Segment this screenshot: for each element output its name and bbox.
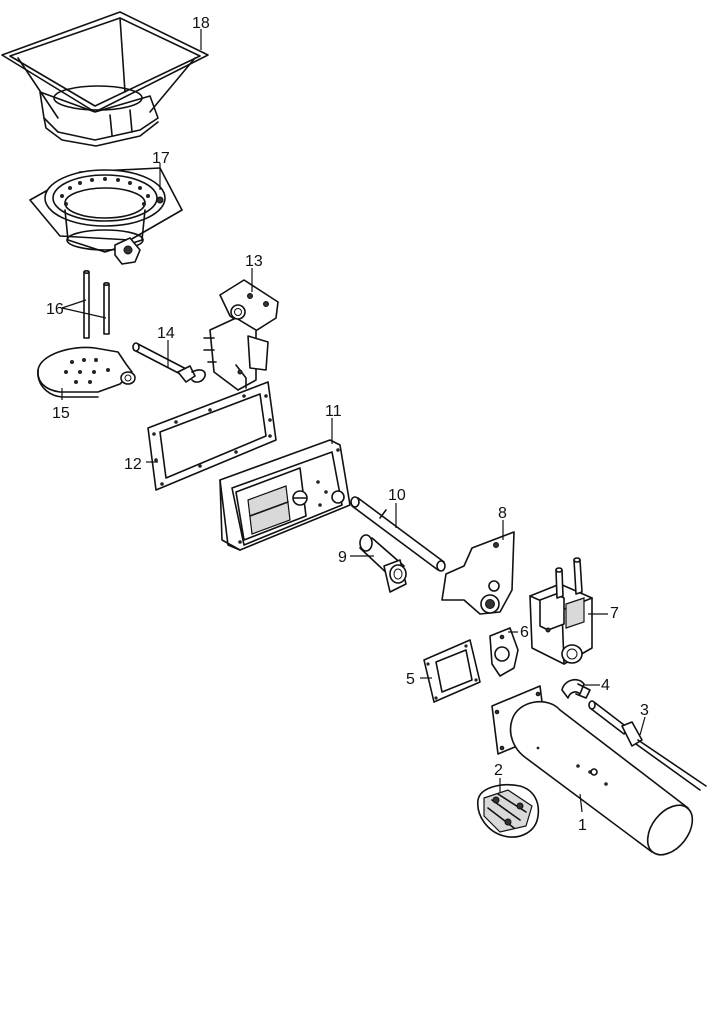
callout-labels: 18 17 16 13 14 15 12 11 10 9 8 7 6 5 4 3… <box>46 15 649 834</box>
callout-16: 16 <box>46 301 64 318</box>
callout-9: 9 <box>338 549 347 566</box>
callout-18: 18 <box>192 15 210 32</box>
callout-10: 10 <box>388 487 406 504</box>
part-9-sleeve <box>359 534 407 593</box>
callout-3: 3 <box>640 702 649 719</box>
part-3-electrode <box>588 700 707 791</box>
callout-7: 7 <box>610 605 619 622</box>
callout-8: 8 <box>498 505 507 522</box>
part-13-bracket <box>203 279 279 391</box>
part-17-burner-bowl <box>29 167 183 265</box>
leader-lines <box>61 29 646 813</box>
callout-14: 14 <box>157 325 175 342</box>
part-12-gasket <box>147 381 277 491</box>
part-1-burner-tube <box>491 685 694 856</box>
callout-1: 1 <box>578 817 587 834</box>
part-4-clip <box>561 678 591 699</box>
part-6-small-gasket <box>489 627 519 677</box>
callout-12: 12 <box>124 456 142 473</box>
callout-15: 15 <box>52 405 70 422</box>
part-18-hopper <box>1 11 209 147</box>
part-8-bracket-plate <box>441 531 515 615</box>
callout-2: 2 <box>494 762 503 779</box>
part-16-pins <box>83 269 110 339</box>
part-5-square-gasket <box>423 639 481 703</box>
part-10-shaft <box>350 496 446 572</box>
callout-5: 5 <box>406 671 415 688</box>
callout-13: 13 <box>245 253 263 270</box>
part-15-cover-plate <box>37 346 136 398</box>
callout-6: 6 <box>520 624 529 641</box>
part-7-ignition-transformer <box>529 557 593 665</box>
part-2-detail-insert <box>477 784 540 838</box>
part-11-housing <box>219 439 351 551</box>
callout-4: 4 <box>601 677 610 694</box>
callout-11: 11 <box>325 403 342 420</box>
part-14-shaft <box>132 342 206 383</box>
callout-17: 17 <box>152 150 170 167</box>
